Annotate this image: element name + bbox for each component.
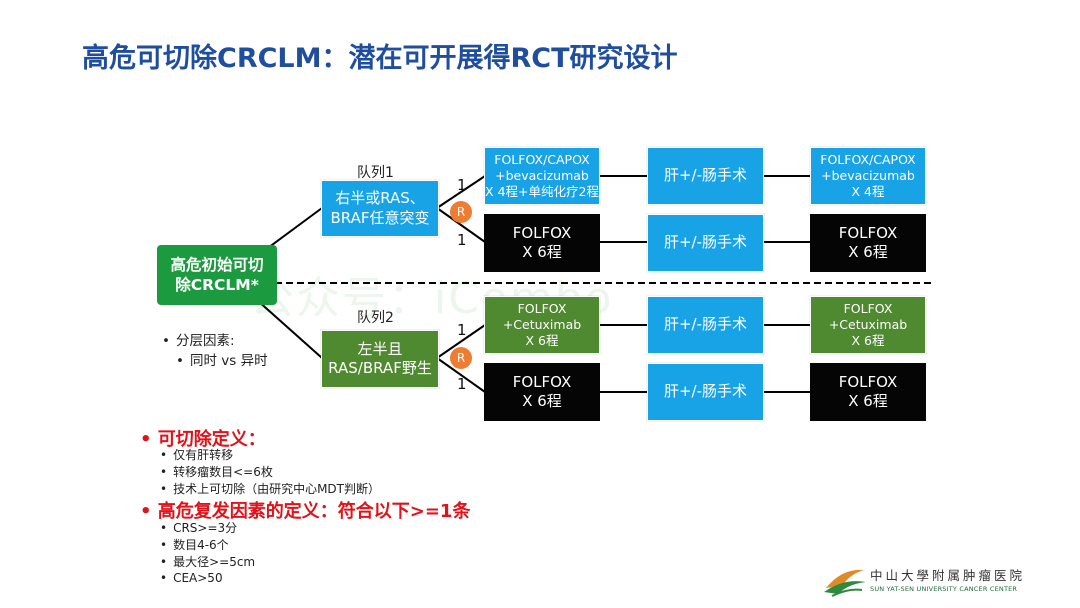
list-item: 转移瘤数目<=6枚	[160, 464, 380, 481]
cohort2-box-line2: RAS/BRAF野生	[328, 359, 432, 377]
list-item: 技术上可切除（由研究中心MDT判断）	[160, 481, 380, 498]
cohort2-ratio-lower: 1	[457, 375, 467, 393]
regimen-line: X 6程	[848, 392, 888, 410]
list-item: CEA>50	[160, 570, 255, 587]
cohort2-label: 队列2	[357, 310, 394, 326]
cohort2-arm-b-pre-box: FOLFOX X 6程	[484, 363, 600, 421]
strat-heading: 分层因素:	[162, 332, 268, 352]
cohort2-arm-a-surgery-box: 肝+/-肠手术	[647, 296, 764, 354]
cohort1-box-line2: BRAF任意突变	[330, 208, 430, 227]
main-box-line1: 高危初始可切	[170, 255, 264, 274]
cohort1-arm-b-surgery-box: 肝+/-肠手术	[647, 214, 764, 272]
cohort1-arm-a-surgery-box: 肝+/-肠手术	[647, 147, 764, 205]
main-box-line2: 除CRCLM*	[175, 276, 259, 294]
list-item: 数目4-6个	[160, 537, 255, 554]
stratification-factors: 分层因素: 同时 vs 异时	[162, 332, 268, 371]
cohort1-ratio-upper: 1	[457, 176, 467, 194]
regimen-line: FOLFOX/CAPOX	[820, 151, 916, 167]
regimen-line: +bevacizumab	[821, 167, 915, 183]
cohort1-box: 右半或RAS、 BRAF任意突变	[321, 180, 439, 237]
regimen-line: X 6程	[522, 392, 562, 410]
cohort2-arm-b-post-box: FOLFOX X 6程	[810, 363, 926, 421]
regimen-line: X 6程	[851, 333, 885, 349]
connector-c1-arm-a	[436, 175, 486, 209]
list-item: 仅有肝转移	[160, 447, 380, 464]
regimen-line: FOLFOX	[838, 372, 898, 391]
hospital-logo-icon	[822, 560, 868, 600]
randomization-icon: R	[450, 201, 472, 223]
cohort1-arm-a-post-box: FOLFOX/CAPOX +bevacizumab X 4程	[810, 147, 926, 205]
regimen-line: +Cetuximab	[502, 316, 582, 332]
surgery-label: 肝+/-肠手术	[663, 382, 748, 401]
regimen-line: X 4程	[851, 184, 885, 200]
connector-c2-arm-a	[436, 324, 486, 359]
regimen-line: FOLFOX	[512, 223, 572, 242]
connector-c1-arm-b	[436, 207, 486, 243]
connector-c2-arm-b	[436, 357, 486, 393]
cohort2-box-line1: 左半且	[357, 339, 403, 358]
cohort2-arm-b-surgery-box: 肝+/-肠手术	[647, 363, 764, 421]
cohort2-arm-a-post-box: FOLFOX +Cetuximab X 6程	[810, 296, 926, 354]
randomization-icon: R	[450, 347, 472, 369]
cohort1-ratio-lower: 1	[457, 231, 467, 249]
surgery-label: 肝+/-肠手术	[663, 233, 748, 252]
regimen-line: X 4程+单纯化疗2程	[485, 184, 599, 200]
hospital-name-cn: 中山大學附属肿瘤医院	[870, 568, 1026, 583]
cohort1-box-line1: 右半或RAS、	[335, 189, 425, 207]
cohort1-arm-b-post-box: FOLFOX X 6程	[810, 214, 926, 272]
cohort2-box: 左半且 RAS/BRAF野生	[321, 330, 439, 388]
cohort1-label: 队列1	[357, 165, 394, 181]
high-risk-definition-list: CRS>=3分 数目4-6个 最大径>=5cm CEA>50	[160, 520, 255, 587]
list-item: CRS>=3分	[160, 520, 255, 537]
regimen-line: X 6程	[525, 333, 559, 349]
cohort1-arm-a-pre-box: FOLFOX/CAPOX +bevacizumab X 4程+单纯化疗2程	[484, 147, 600, 205]
hospital-name-en: SUN YAT-SEN UNIVERSITY CANCER CENTER	[870, 585, 1018, 593]
regimen-line: +Cetuximab	[828, 316, 908, 332]
cohort2-arm-a-pre-box: FOLFOX +Cetuximab X 6程	[484, 296, 600, 354]
cohort1-arm-b-pre-box: FOLFOX X 6程	[484, 214, 600, 272]
resectable-definition-list: 仅有肝转移 转移瘤数目<=6枚 技术上可切除（由研究中心MDT判断）	[160, 447, 380, 497]
regimen-line: FOLFOX/CAPOX	[494, 151, 590, 167]
surgery-label: 肝+/-肠手术	[663, 166, 748, 185]
list-item: 最大径>=5cm	[160, 554, 255, 571]
surgery-label: 肝+/-肠手术	[663, 315, 748, 334]
main-population-box: 高危初始可切 除CRCLM*	[157, 245, 277, 305]
high-risk-definition-heading: • 高危复发因素的定义：符合以下>=1条	[140, 501, 471, 522]
regimen-line: FOLFOX	[512, 372, 572, 391]
strat-item: 同时 vs 异时	[176, 352, 268, 372]
page-title: 高危可切除CRCLM：潜在可开展得RCT研究设计	[82, 43, 678, 74]
regimen-line: FOLFOX	[838, 223, 898, 242]
regimen-line: FOLFOX	[843, 300, 893, 316]
regimen-line: FOLFOX	[517, 300, 567, 316]
regimen-line: X 6程	[522, 243, 562, 261]
resectable-definition-heading: • 可切除定义：	[140, 429, 266, 450]
cohort2-ratio-upper: 1	[457, 321, 467, 339]
regimen-line: +bevacizumab	[495, 167, 589, 183]
regimen-line: X 6程	[848, 243, 888, 261]
